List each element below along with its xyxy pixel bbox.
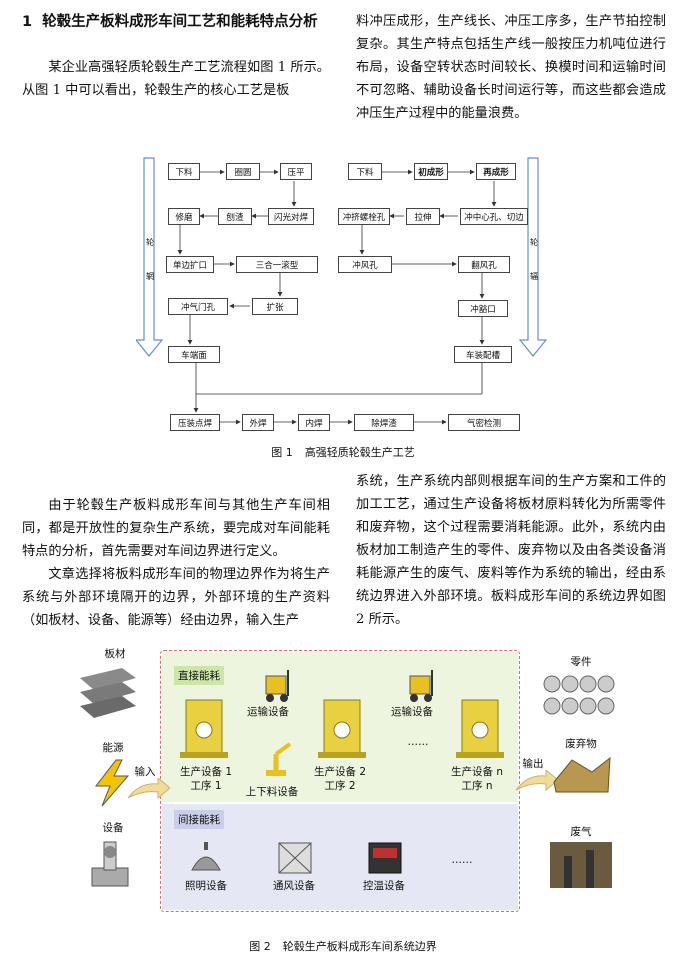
paragraph-boundary-define: 文章选择将板料成形车间的物理边界作为将生产系统与外部环境隔开的边界，外部环境的生… [22, 567, 330, 628]
output-label-waste: 废弃物 [565, 738, 597, 750]
paragraph-continued: 料冲压成形，生产线长、冲压工序多，生产节拍控制复杂。其生产特点包括生产线一般按压… [356, 14, 666, 121]
flow-box: 三合一滚型 [236, 256, 318, 273]
flow-box: 除焊渣 [354, 414, 414, 431]
indirect-ellipsis: …… [451, 854, 473, 866]
smokestack-icon [550, 842, 612, 888]
flow-box: 车装配槽 [454, 346, 512, 363]
flow-box: 下料 [348, 163, 382, 180]
flow-box: 内焊 [298, 414, 330, 431]
thermostat-icon [368, 842, 402, 874]
right-column-top: 料冲压成形，生产线长、冲压工序多，生产节拍控制复杂。其生产特点包括生产线一般按压… [356, 10, 666, 125]
equipment-n-name: 生产设备 n [451, 766, 503, 778]
flow-box: 初成形 [414, 163, 448, 180]
output-label-parts: 零件 [570, 656, 592, 668]
paragraph-intro: 某企业高强轻质轮毂生产工艺流程如图 1 所示。从图 1 中可以看出，轮毂生产的核… [22, 60, 330, 98]
forklift-icon [265, 670, 289, 702]
rim-side-label: 轮辋 [146, 238, 154, 281]
flow-box: 冲风孔 [338, 256, 392, 273]
direct-ellipsis: …… [407, 736, 429, 748]
ventilation-label: 通风设备 [273, 880, 315, 892]
equipment-2-name: 生产设备 2 [313, 766, 367, 778]
section-number: 1 [22, 14, 33, 30]
lightning-icon [94, 759, 130, 807]
flow-box: 冲豁口 [458, 300, 508, 317]
press-machine-icon [318, 699, 366, 758]
equipment-machine-icon [91, 841, 129, 887]
ventilation-fan-icon [278, 842, 312, 874]
left-column-top: 1 轮毂生产板料成形车间工艺和能耗特点分析 某企业高强轻质轮毂生产工艺流程如图 1… [22, 10, 330, 102]
transport-1-label: 运输设备 [247, 706, 289, 718]
flow-box: 单边扩口 [166, 256, 214, 273]
robot-arm-icon [266, 742, 292, 776]
flow-box: 拉伸 [406, 208, 440, 225]
wheel-parts-icon [543, 675, 615, 715]
flow-box: 压平 [280, 163, 312, 180]
flow-box: 外焊 [242, 414, 274, 431]
flow-box: 气密检测 [448, 414, 520, 431]
transport-2-label: 运输设备 [391, 706, 433, 718]
equipment-n-step: 工序 n [461, 780, 493, 792]
flow-box: 翻风孔 [458, 256, 510, 273]
temperature-control-label: 控温设备 [363, 880, 405, 892]
section-heading: 1 轮毂生产板料成形车间工艺和能耗特点分析 [22, 10, 330, 34]
flow-box: 修磨 [168, 208, 200, 225]
flow-box: 冲气门孔 [168, 298, 228, 315]
forklift-icon [409, 670, 433, 702]
output-label-exhaust: 废气 [570, 826, 592, 838]
input-label-energy: 能源 [102, 742, 124, 754]
figure-2-system-boundary: 直接能耗 间接能耗 板材 能源 设备 输入 生产设备 1 工序 1 运输设备 上… [70, 644, 630, 914]
disc-side-label: 轮辐 [530, 238, 538, 281]
input-arrow-icon [127, 778, 170, 800]
press-machine-icon [456, 699, 504, 758]
indirect-energy-tag: 间接能耗 [174, 810, 224, 829]
sheet-metal-icon [80, 668, 136, 718]
scrap-metal-icon [553, 756, 611, 793]
flow-box: 冲挤螺栓孔 [338, 208, 390, 225]
flow-box: 车端面 [168, 346, 220, 363]
flowchart-connectors [136, 157, 548, 425]
flow-box: 扩张 [252, 298, 298, 315]
lighting-label: 照明设备 [185, 880, 227, 892]
paragraph-boundary-continued: 系统，生产系统内部则根据车间的生产方案和工件的加工工艺，通过生产设备将板材原料转… [356, 474, 666, 627]
loader-label: 上下料设备 [245, 786, 299, 798]
figure-1-flowchart: 轮辋 轮辐 下料 圈圆 压平 修磨 刨渣 闪光对焊 单边扩口 三合一滚型 冲气门… [136, 148, 556, 438]
equipment-1-name: 生产设备 1 [179, 766, 233, 778]
output-arrow-icon [515, 770, 558, 792]
input-label-sheet: 板材 [104, 648, 126, 660]
left-column-mid: 由于轮毂生产板料成形车间与其他生产车间相同，都是开放性的复杂生产系统，要完成对车… [22, 494, 330, 632]
flow-box: 刨渣 [218, 208, 252, 225]
input-label-equipment: 设备 [102, 822, 124, 834]
flow-box: 圈圆 [226, 163, 260, 180]
section-title: 轮毂生产板料成形车间工艺和能耗特点分析 [42, 14, 318, 30]
flow-box: 冲中心孔、切边 [460, 208, 528, 225]
right-column-mid: 系统，生产系统内部则根据车间的生产方案和工件的加工工艺，通过生产设备将板材原料转… [356, 470, 666, 631]
equipment-1-step: 工序 1 [190, 780, 222, 792]
output-arrow-label: 输出 [522, 758, 544, 770]
input-arrow-label: 输入 [134, 766, 156, 778]
flow-box: 闪光对焊 [268, 208, 314, 225]
lamp-icon [191, 842, 221, 871]
flow-box: 压装点焊 [170, 414, 220, 431]
press-machine-icon [180, 699, 228, 758]
flow-box: 再成形 [476, 163, 516, 180]
rim-side-arrow-icon [136, 157, 164, 357]
flow-box: 下料 [168, 163, 200, 180]
direct-energy-tag: 直接能耗 [174, 666, 224, 685]
paragraph-boundary-intro: 由于轮毂生产板料成形车间与其他生产车间相同，都是开放性的复杂生产系统，要完成对车… [22, 498, 330, 559]
disc-side-arrow-icon [518, 157, 548, 357]
equipment-2-step: 工序 2 [324, 780, 356, 792]
